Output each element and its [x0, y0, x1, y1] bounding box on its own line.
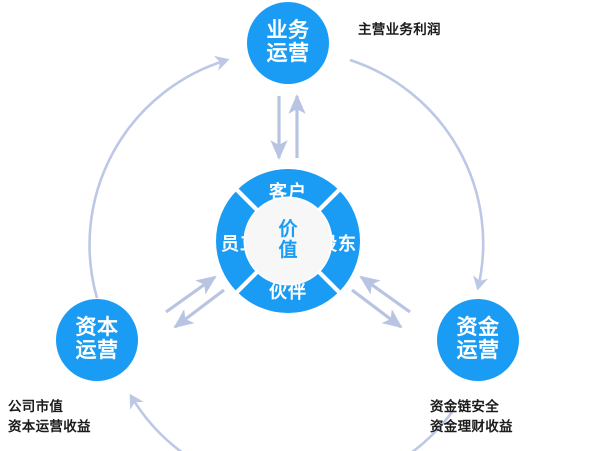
link-hub-capital [165, 275, 225, 329]
caption-funds-operations: 资金链安全 资金理财收益 [430, 397, 513, 436]
caption-capital-operations: 公司市值 资本运营收益 [8, 397, 91, 436]
caption-capital-line-2: 资本运营收益 [8, 418, 91, 434]
hub-segment-customer[interactable]: 客户 [269, 182, 307, 202]
node-business-line-2: 运营 [266, 42, 310, 65]
caption-business-operations: 主营业务利润 [358, 20, 441, 40]
node-business-operations[interactable]: 业务 运营 [247, 2, 329, 84]
value-hub: 客户 股东 伙伴 员工 价 值 [216, 169, 360, 313]
outer-arc-capital-to-business [88, 55, 230, 299]
caption-capital-line-1: 公司市值 [8, 399, 64, 414]
outer-arc-business-to-funds [349, 58, 489, 291]
hub-center-line-1: 价 [278, 219, 298, 241]
caption-business-line-1: 主营业务利润 [358, 22, 441, 37]
caption-funds-line-1: 资金链安全 [430, 399, 499, 414]
node-capital-operations[interactable]: 资本 运营 [56, 299, 138, 381]
outer-arc-funds-to-capital [129, 393, 454, 451]
node-business-line-1: 业务 [266, 19, 310, 43]
caption-funds-line-2: 资金理财收益 [430, 418, 513, 434]
node-funds-line-2: 运营 [456, 339, 500, 362]
hub-center-line-2: 值 [278, 240, 298, 261]
hub-segment-partner[interactable]: 伙伴 [269, 282, 307, 302]
link-hub-business [270, 94, 306, 160]
node-capital-line-1: 资本 [75, 316, 119, 340]
link-hub-funds [351, 275, 411, 329]
hub-center-value: 价 值 [245, 198, 331, 284]
node-funds-line-1: 资金 [456, 316, 500, 340]
node-capital-line-2: 运营 [75, 339, 119, 362]
node-funds-operations[interactable]: 资金 运营 [437, 299, 519, 381]
